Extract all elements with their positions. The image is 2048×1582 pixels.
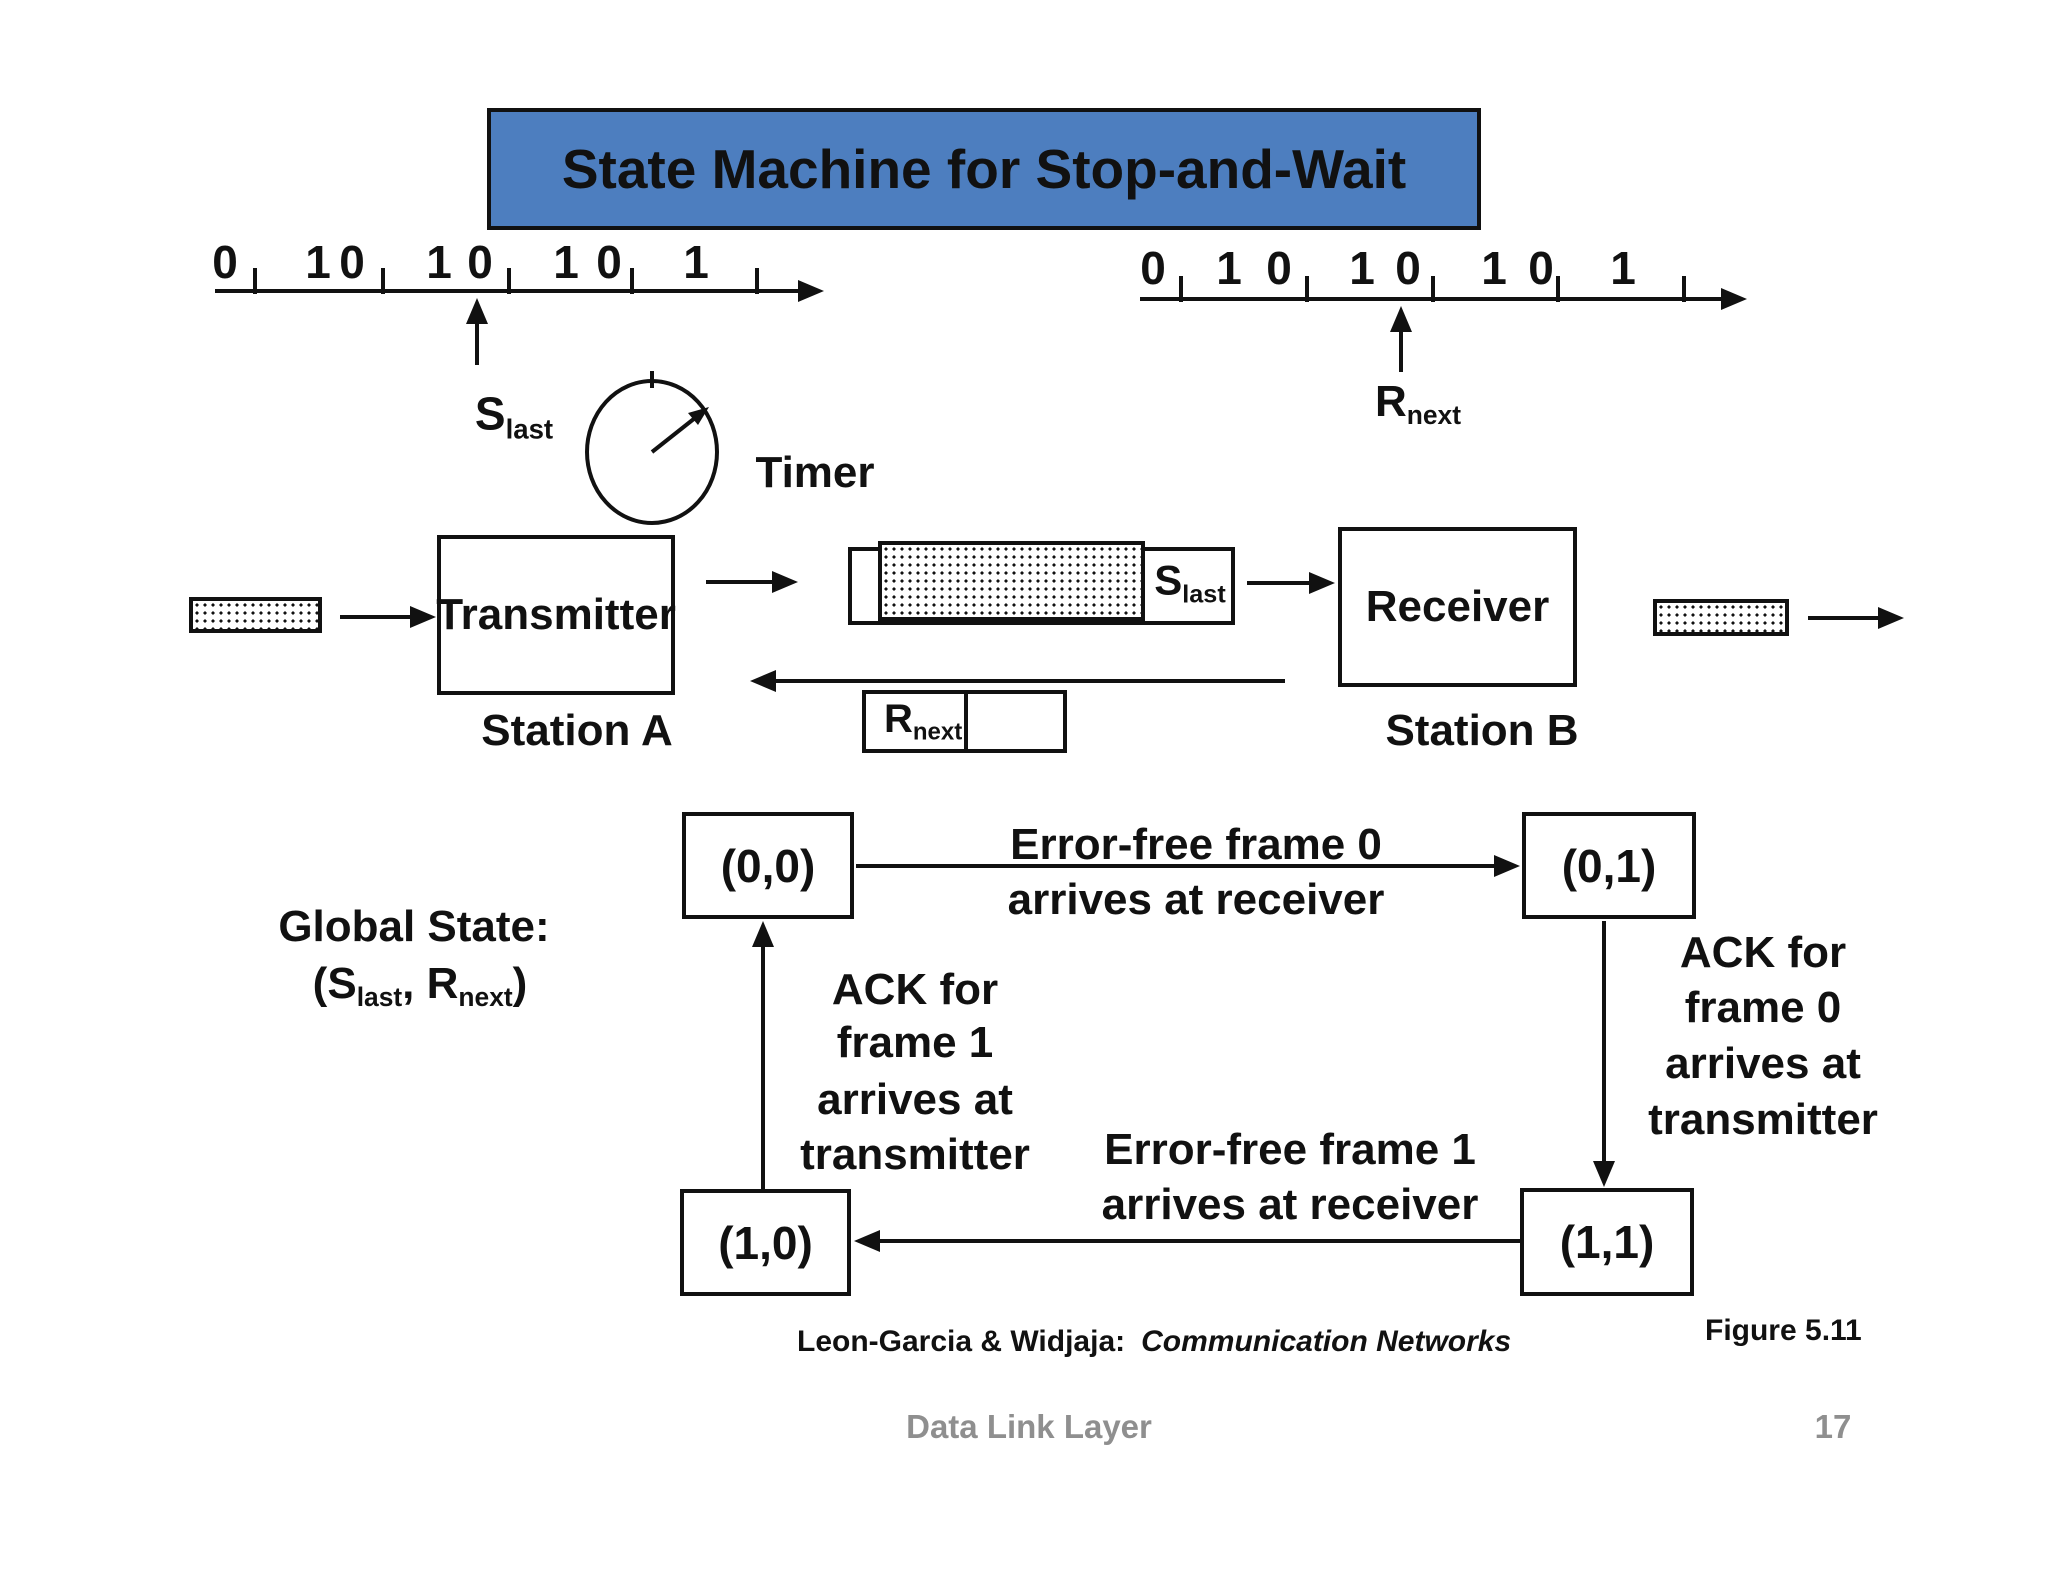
deliver-arrow-line	[1247, 581, 1309, 585]
sequence-digit: 0	[212, 236, 238, 288]
sequence-digit: 1	[1216, 242, 1242, 294]
input-frame	[189, 597, 322, 633]
footer-citation: Leon-Garcia & Widjaja: Communication Netw…	[797, 1325, 1511, 1359]
sequence-digit: 1	[1349, 242, 1375, 294]
sequence-digit: 1	[1481, 242, 1507, 294]
transition-label-top: Error-free frame 0	[1010, 820, 1382, 869]
state-box-00: (0,0)	[682, 812, 854, 919]
transition-label-top: arrives at receiver	[1007, 875, 1385, 924]
figure-caption: Figure 5.11	[1705, 1314, 1862, 1347]
rnext-field-divider	[964, 690, 968, 749]
global-state-tuple: (Slast, Rnext)	[312, 958, 528, 1013]
transition-arrow-right-head-icon	[1593, 1161, 1615, 1187]
transmit-arrow-icon	[772, 571, 798, 593]
transit-frame-payload	[878, 541, 1145, 621]
title-bar: State Machine for Stop-and-Wait	[487, 108, 1481, 230]
transition-label-left: arrives at	[817, 1075, 1013, 1124]
sequence-digit: 1	[426, 236, 452, 288]
rnext-field: Rnext	[862, 690, 1067, 753]
timer-icon	[585, 371, 719, 525]
sequence-digit: 1	[553, 236, 579, 288]
state-box-01: (0,1)	[1522, 812, 1696, 919]
timer-label: Timer	[755, 448, 875, 497]
receiver-box: Receiver	[1338, 527, 1577, 687]
global-state-title: Global State:	[278, 902, 550, 951]
sequence-digit: 1	[305, 236, 331, 288]
timeline-b-axis-arrow-icon	[1721, 288, 1747, 310]
sequence-digit: 0	[467, 236, 493, 288]
transmitter-label: Transmitter	[436, 590, 676, 639]
transition-label-right: ACK for	[1679, 928, 1847, 977]
transition-arrow-left-head-icon	[752, 921, 774, 947]
citation-book: Communication Networks	[1141, 1325, 1512, 1358]
receiver-label: Receiver	[1365, 582, 1550, 631]
deliver-arrow-icon	[1309, 572, 1335, 594]
station-b-label: Station B	[1385, 706, 1579, 755]
tick-mark	[630, 268, 634, 294]
page-title: State Machine for Stop-and-Wait	[561, 138, 1407, 200]
ack-return-line	[774, 679, 1285, 683]
tick-mark	[1682, 276, 1686, 302]
transition-label-right: arrives at	[1665, 1039, 1861, 1088]
transition-label-right: transmitter	[1648, 1095, 1878, 1144]
transition-arrow-left	[761, 945, 765, 1189]
transition-label-left: ACK for	[831, 965, 999, 1014]
sequence-digit: 0	[596, 236, 622, 288]
transition-label-bottom: Error-free frame 1	[1104, 1125, 1476, 1174]
s-last-pointer-line	[475, 322, 479, 365]
output-arrow-icon	[1878, 607, 1904, 629]
transition-arrow-bottom	[878, 1239, 1520, 1243]
transition-arrow-bottom-head-icon	[854, 1230, 880, 1252]
output-frame	[1653, 599, 1789, 636]
transition-arrow-right	[1602, 921, 1606, 1163]
output-arrow-line	[1808, 616, 1878, 620]
sequence-digit: 0	[1140, 242, 1166, 294]
sequence-digit: 0	[1266, 242, 1292, 294]
transition-arrow-top-head-icon	[1494, 855, 1520, 877]
input-arrow-line	[340, 615, 410, 619]
tick-mark	[507, 268, 511, 294]
sequence-digit: 1	[1610, 242, 1636, 294]
state-box-11: (1,1)	[1520, 1188, 1694, 1296]
footer-section: Data Link Layer	[906, 1408, 1152, 1445]
tick-mark	[1556, 276, 1560, 302]
tick-mark	[381, 268, 385, 294]
sequence-digit: 1	[683, 236, 709, 288]
tick-mark	[1305, 276, 1309, 302]
transition-label-right: frame 0	[1684, 983, 1842, 1032]
rnext-field-label: Rnext	[884, 696, 963, 746]
s-last-pointer-arrow-icon	[466, 298, 488, 324]
station-a-label: Station A	[481, 706, 673, 755]
sequence-digit: 0	[1395, 242, 1421, 294]
transmitter-box: Transmitter	[436, 535, 676, 695]
transmit-arrow-line	[706, 580, 772, 584]
tick-mark	[755, 268, 759, 294]
timeline-a-axis-arrow-icon	[798, 280, 824, 302]
s-last-label: Slast	[474, 387, 554, 445]
ack-return-arrow-icon	[750, 670, 776, 692]
tick-mark	[253, 268, 257, 294]
r-next-pointer-line	[1399, 330, 1403, 372]
input-arrow-icon	[410, 606, 436, 628]
tick-mark	[1431, 276, 1435, 302]
transit-frame-seq-label: Slast	[1154, 556, 1226, 609]
sequence-digit: 0	[1528, 242, 1554, 294]
r-next-pointer-arrow-icon	[1390, 306, 1412, 332]
transition-label-bottom: arrives at receiver	[1101, 1180, 1479, 1229]
citation-authors: Leon-Garcia & Widjaja:	[797, 1325, 1126, 1358]
page-number: 17	[1814, 1408, 1852, 1445]
transition-arrow-top	[856, 864, 1498, 868]
state-box-10: (1,0)	[680, 1189, 851, 1296]
r-next-label: Rnext	[1374, 376, 1462, 431]
sequence-digit: 0	[339, 236, 365, 288]
transition-label-left: frame 1	[836, 1018, 994, 1067]
transition-label-left: transmitter	[800, 1130, 1030, 1179]
tick-mark	[1179, 276, 1183, 302]
